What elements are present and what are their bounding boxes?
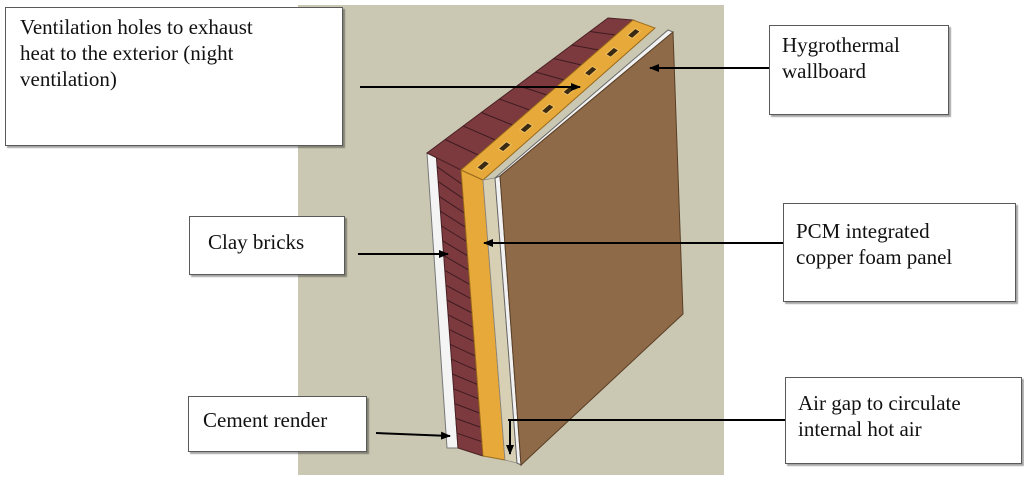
pcm-panel-top <box>460 19 656 181</box>
brick-course-line <box>443 255 469 271</box>
brick-course-line <box>454 403 480 414</box>
brick-course-line <box>440 210 466 228</box>
brick-top-joint <box>589 31 616 36</box>
brick-course-line <box>436 166 463 185</box>
brick-course-line <box>451 358 477 371</box>
brick-course-line <box>437 181 464 200</box>
ventilation-hole <box>540 103 556 115</box>
brick-course-line <box>455 417 481 428</box>
label-air-gap: Air gap to circulate internal hot air <box>785 377 1022 464</box>
brick-course-lines <box>436 166 483 443</box>
brick-course-line <box>452 373 478 385</box>
brick-course-line <box>447 314 474 328</box>
arrow-cement <box>375 431 451 440</box>
brick-course-line <box>439 195 465 214</box>
brick-course-line <box>448 329 475 343</box>
brick-course-line <box>446 299 473 314</box>
label-clay-bricks: Clay bricks <box>189 216 345 275</box>
ventilation-hole <box>518 122 534 134</box>
brick-top-joint <box>444 139 479 156</box>
ventilation-hole <box>583 65 599 77</box>
brick-top-joint <box>481 112 513 126</box>
brick-top-joint <box>553 58 582 66</box>
brick-course-line <box>453 388 479 400</box>
wallboard-face <box>499 30 684 467</box>
ventilation-hole <box>626 27 642 40</box>
brick-top-joint <box>499 98 530 111</box>
label-cement-render: Cement render <box>188 396 367 452</box>
brick-top-joint <box>535 71 565 81</box>
label-ventilation-holes: Ventilation holes to exhaust heat to the… <box>5 7 343 146</box>
label-pcm-panel: PCM integrated copper foam panel <box>783 203 1016 302</box>
brick-course-line <box>444 269 471 285</box>
ventilation-hole <box>475 159 491 172</box>
brick-top-joint <box>571 44 599 51</box>
brick-course-line <box>442 240 468 257</box>
brick-course-line <box>441 225 467 242</box>
brick-course-line <box>450 343 476 357</box>
label-hygrothermal-wallboard: Hygrothermal wallboard <box>769 25 949 115</box>
ventilation-hole <box>604 46 620 58</box>
brick-course-line <box>456 432 483 443</box>
brick-top-joint <box>463 125 496 141</box>
ventilation-hole <box>497 141 513 153</box>
brick-course-line <box>445 284 472 300</box>
